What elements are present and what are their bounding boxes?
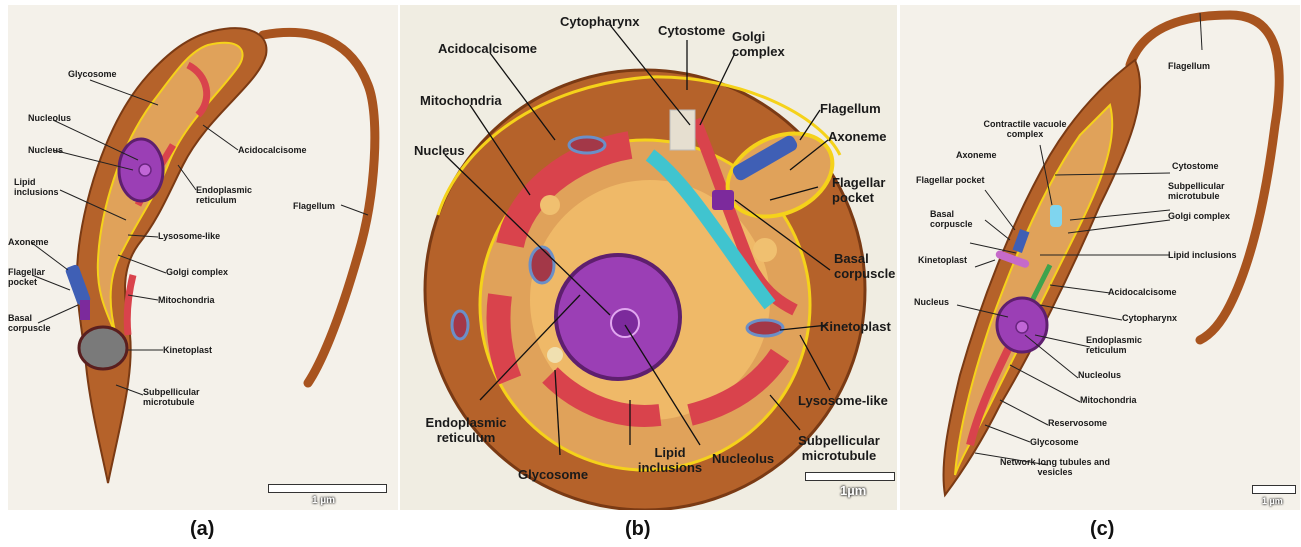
label-lipid-inclusions: Lipid inclusions [14, 177, 60, 197]
label-lysosome-like: Lysosome-like [158, 231, 220, 241]
label-glycosome: Glycosome [1030, 437, 1079, 447]
label-endoplasmic-reticulum: Endoplasmic reticulum [1086, 335, 1150, 355]
label-endoplasmic-reticulum: Endoplasmic reticulum [196, 185, 256, 205]
label-lipid-inclusions: Lipid inclusions [1168, 250, 1237, 260]
label-kinetoplast: Kinetoplast [820, 319, 897, 334]
label-basal-corpuscle: Basal corpuscle [834, 251, 896, 281]
label-flagellar-pocket: Flagellar pocket [916, 175, 985, 185]
label-nucleus: Nucleus [914, 297, 949, 307]
panel-c: Flagellum Contractile vacuole complex Ax… [900, 5, 1300, 510]
label-subpellicular-microtubule: Subpellicular microtubule [143, 387, 203, 407]
scale-bar [268, 484, 387, 493]
label-network-long-tubules: Network long tubules and vesicles [1000, 457, 1110, 477]
label-mitochondria: Mitochondria [1080, 395, 1137, 405]
label-axoneme: Axoneme [828, 129, 887, 144]
label-golgi-complex: Golgi complex [1168, 211, 1230, 221]
panel-a-illustration [8, 5, 398, 510]
label-lysosome-like: Lysosome-like [798, 393, 888, 408]
label-endoplasmic-reticulum: Endoplasmic reticulum [418, 415, 514, 445]
label-cytopharynx: Cytopharynx [560, 14, 639, 29]
label-flagellar-pocket: Flagellar pocket [8, 267, 52, 287]
scale-bar [1252, 485, 1296, 494]
label-flagellum: Flagellum [820, 101, 881, 116]
label-glycosome: Glycosome [68, 69, 117, 79]
label-mitochondria: Mitochondria [420, 93, 502, 108]
kinetoplast-a [79, 327, 127, 369]
label-mitochondria: Mitochondria [158, 295, 215, 305]
label-golgi-complex: Golgi complex [166, 267, 228, 277]
scale-label: 1µm [840, 483, 866, 498]
label-cytopharynx: Cytopharynx [1122, 313, 1177, 323]
caption-b: (b) [625, 518, 651, 541]
label-reservosome: Reservosome [1048, 418, 1107, 428]
label-acidocalcisome: Acidocalcisome [438, 41, 537, 56]
label-acidocalcisome: Acidocalcisome [238, 145, 307, 155]
panel-b: Acidocalcisome Cytopharynx Cytostome Gol… [400, 5, 897, 510]
panel-a: Glycosome Nucleolus Nucleus Lipid inclus… [8, 5, 398, 510]
label-kinetoplast: Kinetoplast [918, 255, 967, 265]
label-nucleus: Nucleus [28, 145, 63, 155]
label-axoneme: Axoneme [8, 237, 49, 247]
label-cytostome: Cytostome [658, 23, 725, 38]
label-nucleolus: Nucleolus [28, 113, 71, 123]
label-subpellicular-microtubule: Subpellicular microtubule [793, 433, 885, 463]
label-flagellum: Flagellum [293, 201, 335, 211]
label-basal-corpuscle: Basal corpuscle [8, 313, 52, 333]
label-glycosome: Glycosome [518, 467, 588, 482]
label-basal-corpuscle: Basal corpuscle [930, 209, 972, 229]
label-nucleolus: Nucleolus [1078, 370, 1121, 380]
label-flagellar-pocket: Flagellar pocket [832, 175, 896, 205]
scale-bar [805, 472, 895, 481]
label-nucleus: Nucleus [414, 143, 465, 158]
scale-label: 1 µm [1262, 496, 1283, 506]
caption-c: (c) [1090, 518, 1114, 541]
scale-label: 1 µm [312, 495, 335, 506]
label-golgi-complex: Golgi complex [732, 29, 794, 59]
label-lipid-inclusions: Lipid inclusions [630, 445, 710, 475]
label-contractile-vacuole-complex: Contractile vacuole complex [970, 119, 1080, 139]
label-axoneme: Axoneme [956, 150, 997, 160]
label-flagellum: Flagellum [1168, 61, 1210, 71]
label-cytostome: Cytostome [1172, 161, 1219, 171]
label-nucleolus: Nucleolus [712, 451, 774, 466]
label-acidocalcisome: Acidocalcisome [1108, 287, 1177, 297]
caption-a: (a) [190, 518, 214, 541]
label-subpellicular-microtubule: Subpellicular microtubule [1168, 181, 1236, 201]
label-kinetoplast: Kinetoplast [163, 345, 212, 355]
